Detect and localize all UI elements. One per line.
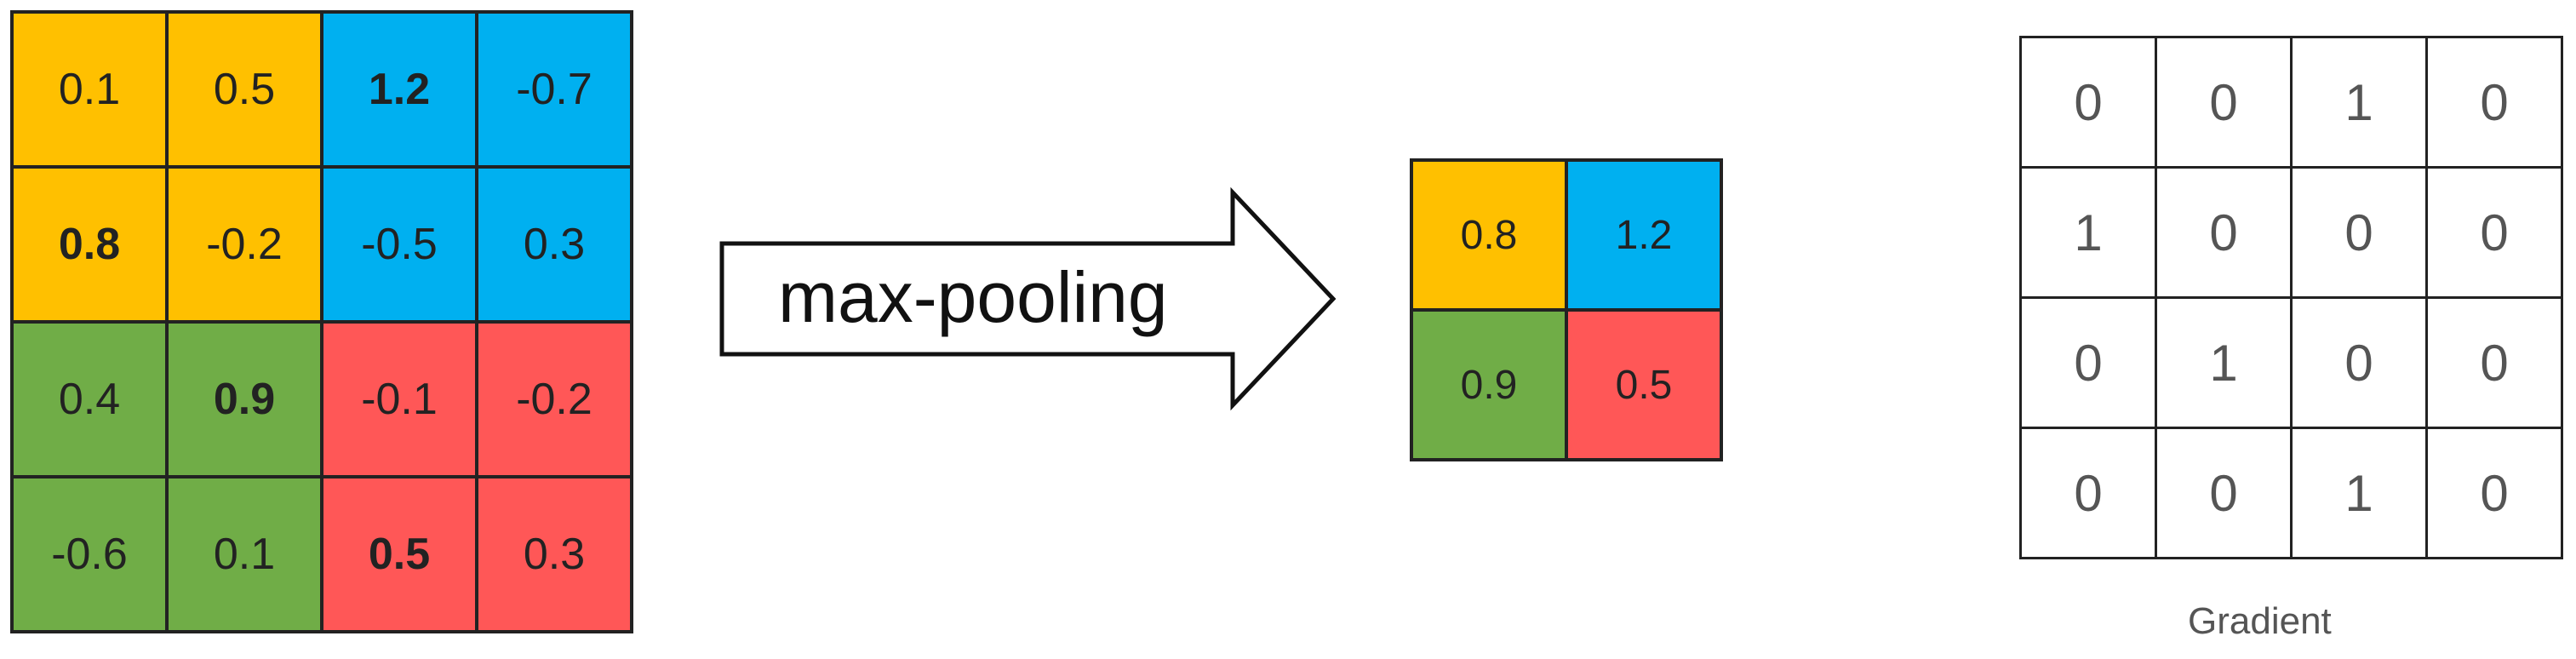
gradient-row: 1 0 0 0 [2019,166,2563,299]
input-row: 0.4 0.9 -0.1 -0.2 [10,320,633,478]
input-row: 0.1 0.5 1.2 -0.7 [10,10,633,169]
gradient-cell: 1 [2290,36,2428,169]
gradient-cell: 0 [2425,36,2563,169]
input-cell: -0.7 [475,10,633,169]
input-cell: -0.2 [475,320,633,478]
gradient-cell: 0 [2155,427,2293,559]
arrow-label: max-pooling [778,257,1168,337]
gradient-cell: 0 [2019,427,2157,559]
gradient-row: 0 1 0 0 [2019,296,2563,429]
gradient-row: 0 0 1 0 [2019,427,2563,559]
input-cell-max: 0.9 [165,320,323,478]
input-cell-max: 1.2 [320,10,478,169]
gradient-grid: 0 0 1 0 1 0 0 0 0 1 0 0 0 0 1 0 [2019,36,2563,559]
input-cell: -0.6 [10,475,169,633]
gradient-cell: 1 [2155,296,2293,429]
gradient-cell: 0 [2019,296,2157,429]
input-grid: 0.1 0.5 1.2 -0.7 0.8 -0.2 -0.5 0.3 0.4 0… [10,10,633,633]
arrow-shape [719,186,1337,411]
gradient-row: 0 0 1 0 [2019,36,2563,169]
output-grid: 0.8 1.2 0.9 0.5 [1410,158,1723,461]
input-cell: -0.1 [320,320,478,478]
gradient-cell: 0 [2425,427,2563,559]
output-row: 0.9 0.5 [1410,308,1723,461]
gradient-cell: 0 [2155,36,2293,169]
input-cell: 0.1 [165,475,323,633]
input-cell: 0.3 [475,165,633,324]
gradient-cell: 1 [2019,166,2157,299]
input-cell: -0.5 [320,165,478,324]
output-row: 0.8 1.2 [1410,158,1723,312]
gradient-cell: 0 [2425,296,2563,429]
gradient-caption: Gradient [2188,600,2332,642]
gradient-cell: 0 [2425,166,2563,299]
output-cell: 0.9 [1410,308,1568,461]
gradient-cell: 1 [2290,427,2428,559]
gradient-cell: 0 [2019,36,2157,169]
input-cell: 0.3 [475,475,633,633]
output-cell: 1.2 [1565,158,1723,312]
output-cell: 0.8 [1410,158,1568,312]
output-cell: 0.5 [1565,308,1723,461]
gradient-cell: 0 [2155,166,2293,299]
input-cell-max: 0.8 [10,165,169,324]
max-pooling-arrow: max-pooling [719,186,1337,411]
input-row: -0.6 0.1 0.5 0.3 [10,475,633,633]
input-cell: 0.5 [165,10,323,169]
gradient-cell: 0 [2290,166,2428,299]
gradient-cell: 0 [2290,296,2428,429]
input-cell: -0.2 [165,165,323,324]
input-cell-max: 0.5 [320,475,478,633]
input-row: 0.8 -0.2 -0.5 0.3 [10,165,633,324]
input-cell: 0.4 [10,320,169,478]
input-cell: 0.1 [10,10,169,169]
